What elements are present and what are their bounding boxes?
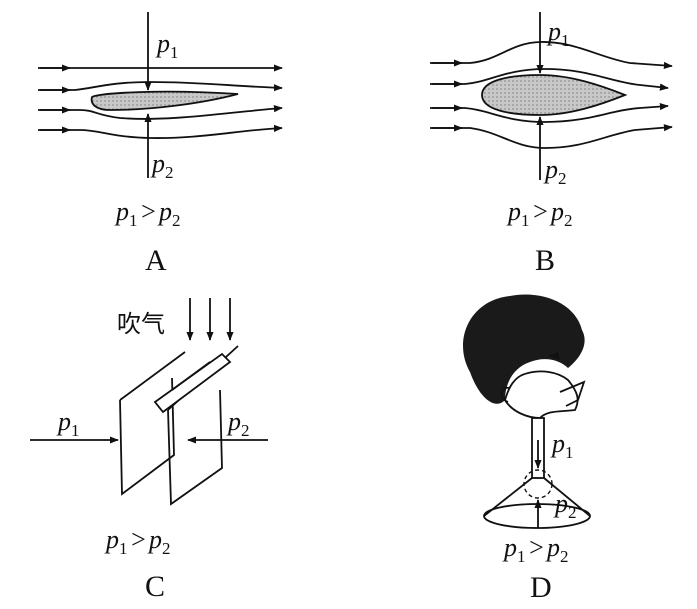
panel-a: p1 p2 p1>p2 A	[38, 12, 283, 277]
person-ear	[500, 386, 511, 403]
paper-sheet-left	[119, 351, 186, 496]
person-eye	[548, 352, 560, 360]
airfoil-a	[90, 90, 239, 111]
caption-c: C	[145, 570, 165, 603]
caption-b: B	[535, 244, 555, 277]
blowing-tube	[153, 352, 232, 414]
label-p1-c: p1	[56, 407, 80, 440]
panel-c: 吹气 p1 p2 p1>p2 C	[30, 298, 268, 603]
label-p1-b: p1	[546, 17, 570, 50]
person-face	[504, 370, 579, 419]
blow-label: 吹气	[117, 310, 165, 338]
teardrop-b	[481, 74, 628, 116]
label-p2-d: p2	[553, 489, 577, 522]
label-p2-c: p2	[226, 407, 250, 440]
label-p2-b: p2	[543, 155, 567, 188]
inequality-a: p1>p2	[114, 197, 181, 230]
panel-d: p1 p2 p1>p2 D	[463, 294, 591, 604]
inequality-c: p1>p2	[104, 525, 171, 558]
caption-a: A	[145, 244, 167, 277]
inequality-b: p1>p2	[506, 197, 573, 230]
person-hair	[463, 294, 585, 404]
person-hand	[559, 380, 586, 407]
streamlines-b	[430, 41, 673, 149]
caption-d: D	[530, 571, 552, 604]
inequality-d: p1>p2	[502, 533, 569, 566]
panel-b: p1 p2 p1>p2 B	[430, 12, 673, 277]
label-p1-a: p1	[155, 29, 179, 62]
label-p1-d: p1	[550, 429, 574, 462]
ping-pong-ball	[523, 469, 553, 499]
label-p2-a: p2	[150, 149, 174, 182]
